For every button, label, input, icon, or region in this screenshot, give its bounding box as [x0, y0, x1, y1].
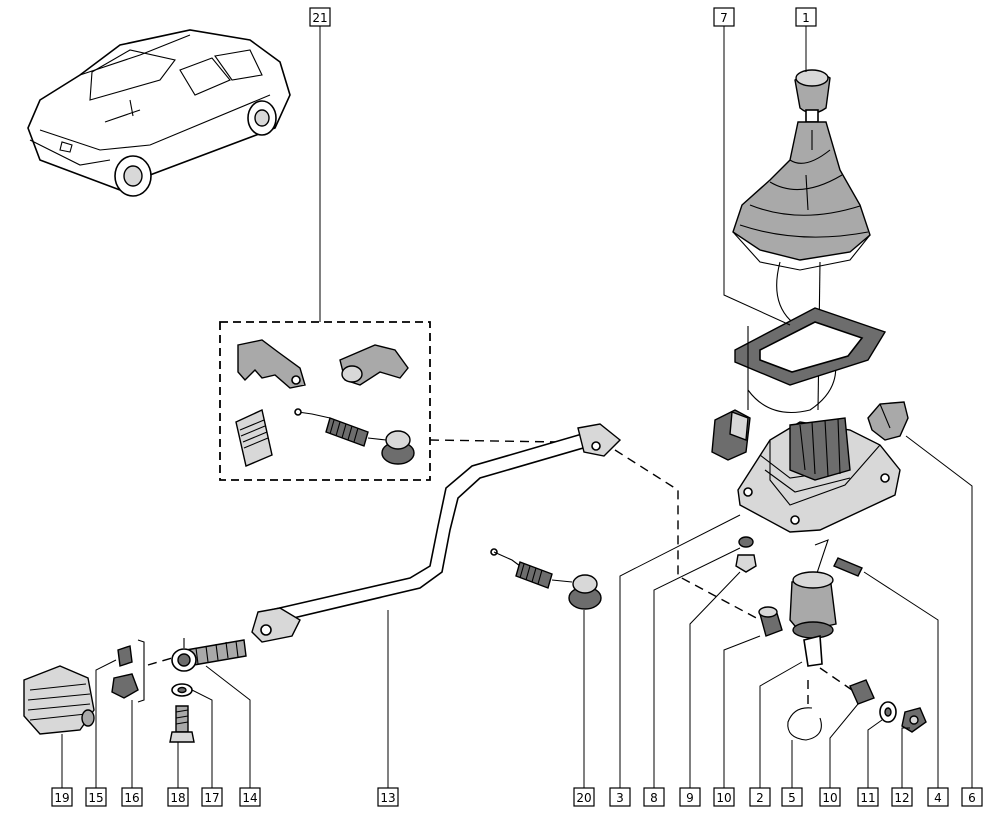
callout-1: 1 [795, 7, 817, 27]
clip-part [339, 344, 409, 386]
gear-knob [794, 69, 831, 123]
bolt-18 [169, 705, 195, 743]
callout-6: 6 [961, 787, 983, 807]
callout-20: 20 [573, 787, 595, 807]
svg-text:17: 17 [204, 791, 219, 805]
svg-text:20: 20 [576, 791, 591, 805]
svg-text:3: 3 [616, 791, 624, 805]
gasket [734, 307, 887, 386]
svg-text:12: 12 [894, 791, 909, 805]
callout-18: 18 [167, 787, 189, 807]
svg-text:18: 18 [170, 791, 185, 805]
svg-text:5: 5 [788, 791, 796, 805]
svg-text:4: 4 [934, 791, 942, 805]
svg-text:8: 8 [650, 791, 658, 805]
retaining-clip [867, 401, 909, 441]
car-illustration [27, 29, 291, 197]
gear-rod [251, 423, 622, 643]
bracket-part [237, 339, 306, 389]
callout-10b: 10 [819, 787, 841, 807]
gear-boot [732, 121, 871, 271]
callout-13: 13 [377, 787, 399, 807]
wire-connector [711, 409, 751, 461]
callout-7: 7 [713, 7, 735, 27]
rubber-cover [23, 665, 95, 735]
circlip [787, 707, 822, 741]
callout-8: 8 [643, 787, 665, 807]
svg-text:19: 19 [54, 791, 69, 805]
svg-text:9: 9 [686, 791, 694, 805]
svg-text:21: 21 [312, 11, 327, 25]
instruction-booklet [235, 409, 273, 467]
svg-text:7: 7 [720, 11, 728, 25]
callout-12: 12 [891, 787, 913, 807]
svg-text:6: 6 [968, 791, 976, 805]
svg-text:11: 11 [860, 791, 875, 805]
svg-text:13: 13 [380, 791, 395, 805]
svg-text:10: 10 [822, 791, 837, 805]
svg-text:10: 10 [716, 791, 731, 805]
roll-pin [833, 557, 863, 577]
pivot-bolt [758, 606, 783, 637]
repair-kit-box [219, 321, 431, 481]
svg-text:16: 16 [124, 791, 139, 805]
svg-text:1: 1 [802, 11, 810, 25]
leader-lines [61, 26, 973, 788]
spring-cable-part [294, 408, 415, 465]
threaded-rod-end [171, 638, 247, 672]
svg-text:14: 14 [242, 791, 257, 805]
callout-2: 2 [749, 787, 771, 807]
svg-text:2: 2 [756, 791, 764, 805]
washer-17 [171, 683, 193, 697]
callout-14: 14 [239, 787, 261, 807]
nut-15-16 [111, 639, 145, 703]
callout-5: 5 [781, 787, 803, 807]
callout-10a: 10 [713, 787, 735, 807]
spring-cable-assembly [490, 548, 602, 610]
callout-21: 21 [309, 7, 331, 27]
bolt-washer-nut [849, 679, 927, 733]
callout-4: 4 [927, 787, 949, 807]
callout-9: 9 [679, 787, 701, 807]
washer-nut-8-9 [735, 536, 757, 573]
callout-15: 15 [85, 787, 107, 807]
callout-11: 11 [857, 787, 879, 807]
svg-text:15: 15 [88, 791, 103, 805]
lever-pivot [789, 539, 837, 667]
callout-16: 16 [121, 787, 143, 807]
lever-housing [737, 417, 901, 533]
callout-3: 3 [609, 787, 631, 807]
callout-17: 17 [201, 787, 223, 807]
callout-19: 19 [51, 787, 73, 807]
